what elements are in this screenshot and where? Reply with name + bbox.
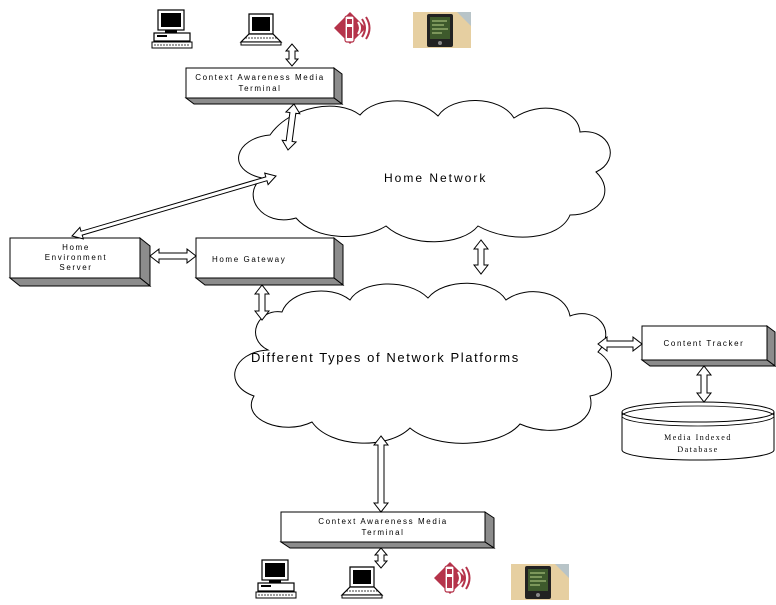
arrow-home-network-to-platforms <box>472 239 490 275</box>
network-platforms-label: Different Types of Network Platforms <box>251 350 520 365</box>
terminal-top-line2: Terminal <box>238 84 281 93</box>
laptop-icon <box>240 13 282 46</box>
arrow-devices-to-terminal-top <box>284 43 300 67</box>
content-tracker-label: Content Tracker <box>664 339 745 348</box>
home-env-server-line3: Server <box>59 263 92 272</box>
terminal-top-line1: Context Awareness Media <box>195 73 325 82</box>
terminal-bottom-line2: Terminal <box>361 528 404 537</box>
media-db-line1: Media Indexed <box>664 433 732 442</box>
media-db-line2: Database <box>677 445 718 454</box>
desktop-computer-icon <box>255 559 297 599</box>
network-platforms-cloud <box>234 282 612 444</box>
terminal-bottom-line1: Context Awareness Media <box>318 517 448 526</box>
arrow-server-to-home-network <box>71 172 277 240</box>
home-gateway-label: Home Gateway <box>212 255 286 264</box>
arrow-server-to-gateway <box>149 247 197 265</box>
home-gateway-box: Home Gateway <box>194 236 345 287</box>
home-network-cloud <box>238 100 611 243</box>
pda-icon <box>510 563 570 601</box>
home-env-server-line2: Environment <box>45 253 108 262</box>
desktop-computer-icon <box>151 9 193 49</box>
media-indexed-database: Media Indexed Database <box>621 401 775 461</box>
arrow-platforms-to-terminal-bottom <box>372 435 390 513</box>
terminal-top-box: Context Awareness Media Terminal <box>184 67 344 105</box>
arrow-content-tracker-to-database <box>695 365 713 403</box>
home-network-label: Home Network <box>384 171 487 185</box>
pda-icon <box>412 11 472 49</box>
home-environment-server-box: Home Environment Server <box>8 236 152 288</box>
arrow-terminal-bottom-to-devices <box>373 547 389 569</box>
mobile-phone-icon <box>433 561 471 595</box>
home-env-server-line1: Home <box>62 243 90 252</box>
arrow-platforms-to-content-tracker <box>597 335 643 353</box>
terminal-bottom-box: Context Awareness Media Terminal <box>279 511 496 549</box>
arrow-gateway-to-platforms <box>253 284 271 321</box>
content-tracker-box: Content Tracker <box>640 325 776 367</box>
mobile-phone-icon <box>333 11 371 45</box>
laptop-icon <box>341 566 383 599</box>
arrow-terminal-top-to-home-network <box>281 103 301 151</box>
